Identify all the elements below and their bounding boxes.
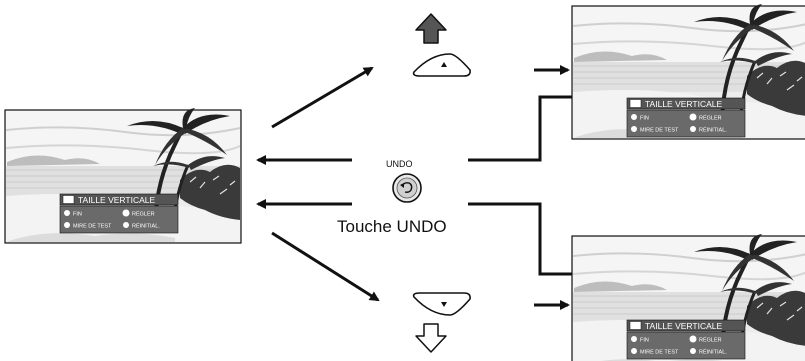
undo-icon: [400, 182, 413, 193]
arrow-down-icon: [415, 323, 447, 353]
osd-item-fin-left: FIN: [73, 212, 82, 218]
connector-bottom-screen: [468, 202, 572, 276]
undo-button[interactable]: [392, 173, 422, 203]
osd-item-regler-left: RÉGLER: [132, 211, 155, 218]
osd-item-reinitial-top: RÉINITIAL.: [699, 127, 727, 134]
up-button[interactable]: [412, 53, 471, 77]
osd-item-mire-bottom: MIRE DE TEST: [640, 350, 679, 356]
undo-button-label: UNDO: [386, 159, 413, 169]
connector-top-screen: [468, 95, 572, 162]
down-button[interactable]: [412, 292, 471, 316]
arrow-to-up-button: [271, 66, 374, 129]
top-right-screen: TAILLE VERTICALE FIN RÉGLER MIRE DE TEST…: [570, 2, 805, 141]
osd-item-fin-bottom: FIN: [640, 338, 649, 344]
osd-title-left: TAILLE VERTICALE: [78, 195, 155, 205]
bottom-right-screen: TAILLE VERTICALE FIN RÉGLER MIRE DE TEST…: [570, 232, 805, 361]
osd-title-top: TAILLE VERTICALE: [645, 99, 722, 109]
left-screen: TAILLE VERTICALE FIN RÉGLER MIRE DE TEST…: [3, 106, 243, 245]
osd-item-mire-top: MIRE DE TEST: [640, 128, 679, 134]
osd-title-bottom: TAILLE VERTICALE: [645, 321, 722, 331]
osd-item-mire-left: MIRE DE TEST: [73, 224, 112, 230]
osd-item-fin-top: FIN: [640, 116, 649, 122]
osd-item-reinitial-left: RÉINITIAL.: [132, 223, 160, 230]
undo-caption: Touche UNDO: [337, 217, 447, 236]
osd-item-regler-bottom: RÉGLER: [699, 337, 722, 344]
arrow-up-icon: [415, 13, 447, 44]
osd-item-regler-top: RÉGLER: [699, 115, 722, 122]
arrow-to-down-button: [271, 231, 380, 302]
osd-item-reinitial-bottom: RÉINITIAL.: [699, 349, 727, 356]
